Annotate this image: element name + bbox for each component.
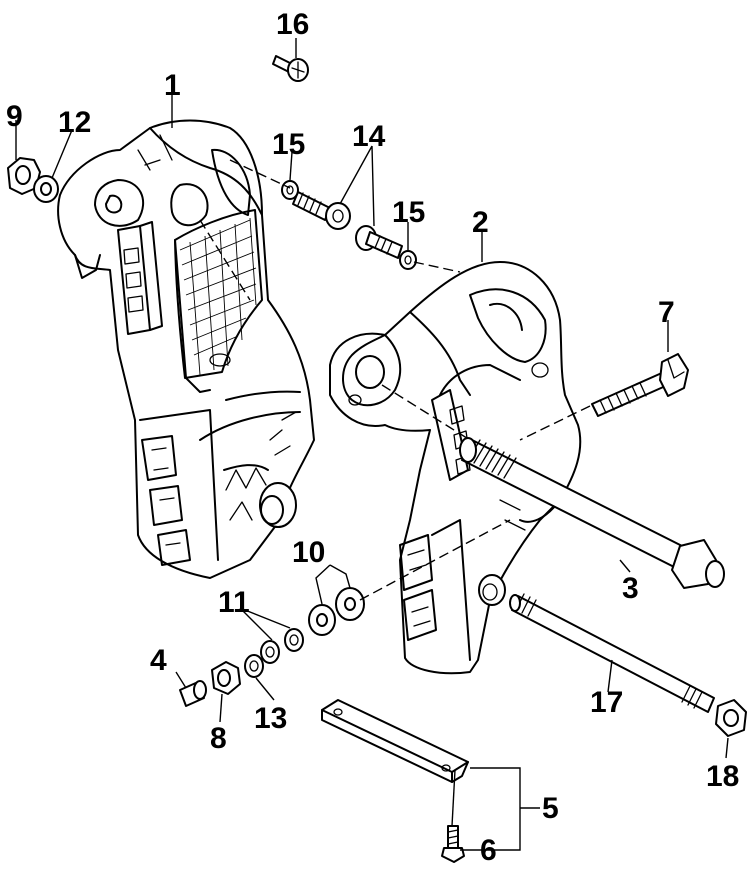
screw-6: [441, 825, 465, 863]
bolt-14a: [292, 191, 351, 230]
callout-11: 11: [218, 586, 250, 619]
callout-17: 17: [590, 686, 623, 719]
callout-7: 7: [658, 296, 675, 329]
callout-2: 2: [472, 206, 489, 239]
callout-12: 12: [58, 106, 91, 139]
shaft-rod: [509, 593, 715, 713]
washer-15b: [399, 250, 417, 270]
shaft-long: [459, 437, 725, 589]
washer-11a: [260, 640, 280, 664]
assembly-lines: [199, 159, 591, 827]
swivel-bracket-right: [329, 261, 582, 675]
callout-labels: 1 2 3 4 5 6 7 8 9 10 11 12 13 14 15 15 1…: [6, 8, 739, 867]
washer-10b: [335, 587, 365, 621]
callout-15b: 15: [392, 196, 425, 229]
callout-14: 14: [352, 120, 386, 153]
bolt-7: [591, 353, 689, 417]
bracket-mesh: [179, 217, 257, 376]
washer-11b: [284, 628, 304, 652]
callout-3: 3: [622, 572, 639, 605]
callout-8: 8: [210, 722, 227, 755]
washer-13: [244, 654, 264, 678]
washer-12: [33, 175, 59, 203]
callout-15a: 15: [272, 128, 305, 161]
nut-8: [211, 661, 241, 695]
clamp-bracket-left: [57, 119, 315, 579]
callout-16: 16: [276, 8, 309, 41]
leader-lines: [15, 38, 729, 851]
callout-13: 13: [254, 702, 287, 735]
callout-1: 1: [164, 69, 181, 102]
callout-5: 5: [542, 792, 559, 825]
callout-4: 4: [150, 644, 167, 677]
plate-5: [321, 699, 469, 783]
callout-10: 10: [292, 536, 325, 569]
nut-18: [715, 699, 747, 737]
callout-6: 6: [480, 834, 497, 867]
screw-16: [272, 55, 309, 82]
washer-10a: [308, 604, 336, 636]
washer-15a: [281, 180, 299, 200]
bolt-14b: [355, 225, 403, 259]
callout-18: 18: [706, 760, 739, 793]
callout-9: 9: [6, 100, 23, 133]
